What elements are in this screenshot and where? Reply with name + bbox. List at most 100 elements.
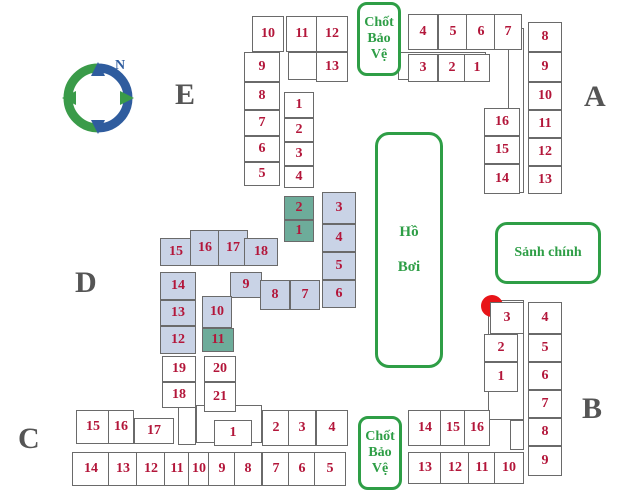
unit-d_col-0: 10 [202,296,232,328]
unit-c_bottom-5: 9 [208,452,236,486]
unit-d_lower-0: 19 [162,356,196,382]
unit-d_row-3: 18 [244,238,278,266]
unit-a_right-5: 13 [528,166,562,194]
unit-d_left-2: 12 [160,326,196,354]
unit-a_right-3: 11 [528,110,562,138]
corridor [510,420,524,450]
zone-label-c: C [18,422,40,455]
compass-icon [62,62,134,134]
unit-b_right-5: 9 [528,446,562,476]
zone-label-d: D [75,266,97,299]
guard-post-top-line3: Vệ [370,47,388,63]
unit-d_right-1: 4 [322,224,356,252]
zone-label-e: E [175,78,196,111]
unit-a_right-2: 10 [528,82,562,110]
unit-e_left-0: 9 [244,52,280,82]
zone-label-a: A [584,80,606,113]
swimming-pool: Hồ Bơi [375,132,443,368]
unit-e_top-0: 10 [252,16,284,52]
unit-a_top-0: 4 [408,14,438,50]
unit-e_col-1: 2 [284,118,314,142]
guard-post-bottom: Chốt Bảo Vệ [358,416,402,490]
unit-a_top-3: 7 [494,14,522,50]
unit-b_left-2: 1 [484,362,518,392]
unit-c_top_right-0: 1 [214,420,252,446]
unit-d_mid-2: 7 [290,280,320,310]
unit-d_right-2: 5 [322,252,356,280]
unit-d_right-0: 3 [322,192,356,224]
unit-d_row-1: 16 [190,230,220,266]
unit-b_right-1: 5 [528,334,562,362]
unit-c_bottom-6: 8 [234,452,262,486]
unit-b_left-0: 3 [490,302,524,334]
unit-b_right-3: 7 [528,390,562,418]
unit-e_13: 13 [316,52,348,82]
unit-a_inner-1: 15 [484,136,520,164]
unit-b_bottom-1: 12 [440,452,470,484]
unit-a_right-1: 9 [528,52,562,82]
main-lobby-label: Sảnh chính [514,244,582,260]
unit-a_mid-2: 1 [464,54,490,82]
unit-c_bottom-8: 6 [288,452,316,486]
unit-a_inner-0: 16 [484,108,520,136]
unit-c_bottom-7: 7 [262,452,290,486]
unit-c_top_left-1: 16 [108,410,134,444]
unit-d_left-0: 14 [160,272,196,300]
unit-a_top-2: 6 [466,14,496,50]
unit-b_right-4: 8 [528,418,562,446]
unit-c_top_left-2: 17 [134,418,174,444]
unit-b_right-2: 6 [528,362,562,390]
unit-b_bottom_top-2: 16 [464,410,490,446]
unit-c_bottom-2: 12 [136,452,166,486]
pool-label-line1: Hồ [399,223,419,240]
unit-c_bottom-3: 11 [164,452,190,486]
guard-post-bottom-line1: Chốt [365,428,395,444]
unit-c_top_right-3: 4 [316,410,348,446]
unit-b_bottom-0: 13 [408,452,442,484]
unit-d_right-3: 6 [322,280,356,308]
unit-d_lower-3: 21 [204,382,236,412]
unit-d_left-1: 13 [160,300,196,326]
unit-e_left-1: 8 [244,82,280,110]
unit-a_inner-2: 14 [484,164,520,194]
unit-d_mid-0: 9 [230,272,262,298]
unit-e_top-1: 11 [286,16,318,52]
unit-c_bottom-1: 13 [108,452,138,486]
unit-d_mid-1: 8 [260,280,290,310]
unit-c_bottom-0: 14 [72,452,110,486]
unit-b_bottom_top-0: 14 [408,410,442,446]
guard-post-bottom-line2: Bảo [368,444,392,460]
unit-a_right-0: 8 [528,22,562,52]
main-lobby: Sảnh chính [495,222,601,284]
unit-c_top_right-2: 3 [288,410,316,446]
unit-e_col-2: 3 [284,142,314,166]
guard-post-top-line2: Bảo [367,30,391,46]
unit-d_green-0: 2 [284,196,314,220]
unit-e_left-2: 7 [244,110,280,136]
unit-d_green-1: 1 [284,220,314,242]
unit-d_lower-1: 20 [204,356,236,382]
unit-b_bottom-3: 10 [494,452,524,484]
unit-c_top_left-0: 15 [76,410,110,444]
unit-e_col-0: 1 [284,92,314,118]
pool-label-line2: Bơi [397,259,421,275]
unit-a_mid-0: 3 [408,54,438,82]
unit-d_col-1: 11 [202,328,234,352]
zone-label-b: B [582,392,603,425]
corridor [178,405,196,445]
unit-e_col-3: 4 [284,166,314,188]
unit-b_right-0: 4 [528,302,562,334]
unit-c_top_right-1: 2 [262,410,290,446]
compass-north-label: N [115,58,126,73]
guard-post-bottom-line3: Vệ [371,461,389,477]
unit-a_mid-1: 2 [438,54,466,82]
unit-e_top-2: 12 [316,16,348,52]
unit-b_bottom-2: 11 [468,452,496,484]
unit-a_top-1: 5 [438,14,468,50]
unit-b_left-1: 2 [484,334,518,362]
guard-post-top: Chốt Bảo Vệ [357,2,401,76]
unit-d_row-2: 17 [218,230,248,266]
unit-e_left-3: 6 [244,136,280,162]
guard-post-top-line1: Chốt [364,14,394,30]
